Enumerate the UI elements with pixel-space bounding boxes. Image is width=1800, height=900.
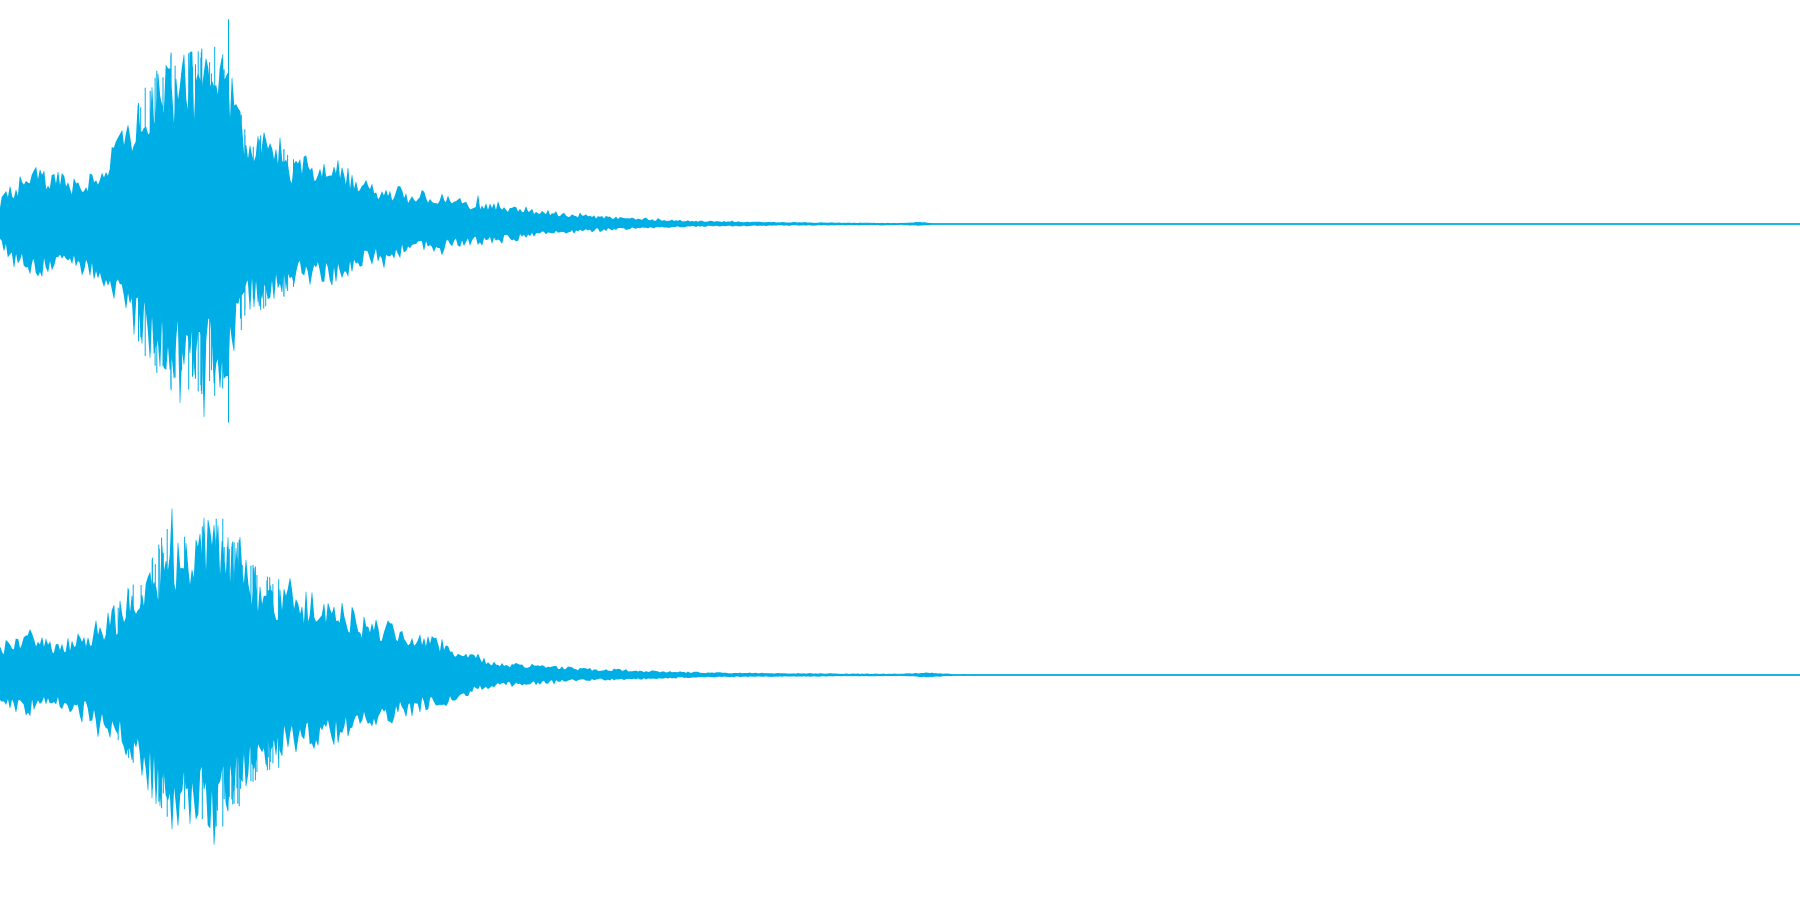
channel-2-waveform <box>0 508 1800 845</box>
channel-2-transient-spikes <box>117 518 280 827</box>
channel-1-waveform <box>0 51 1800 418</box>
channel-1-transient-spikes <box>138 19 294 423</box>
